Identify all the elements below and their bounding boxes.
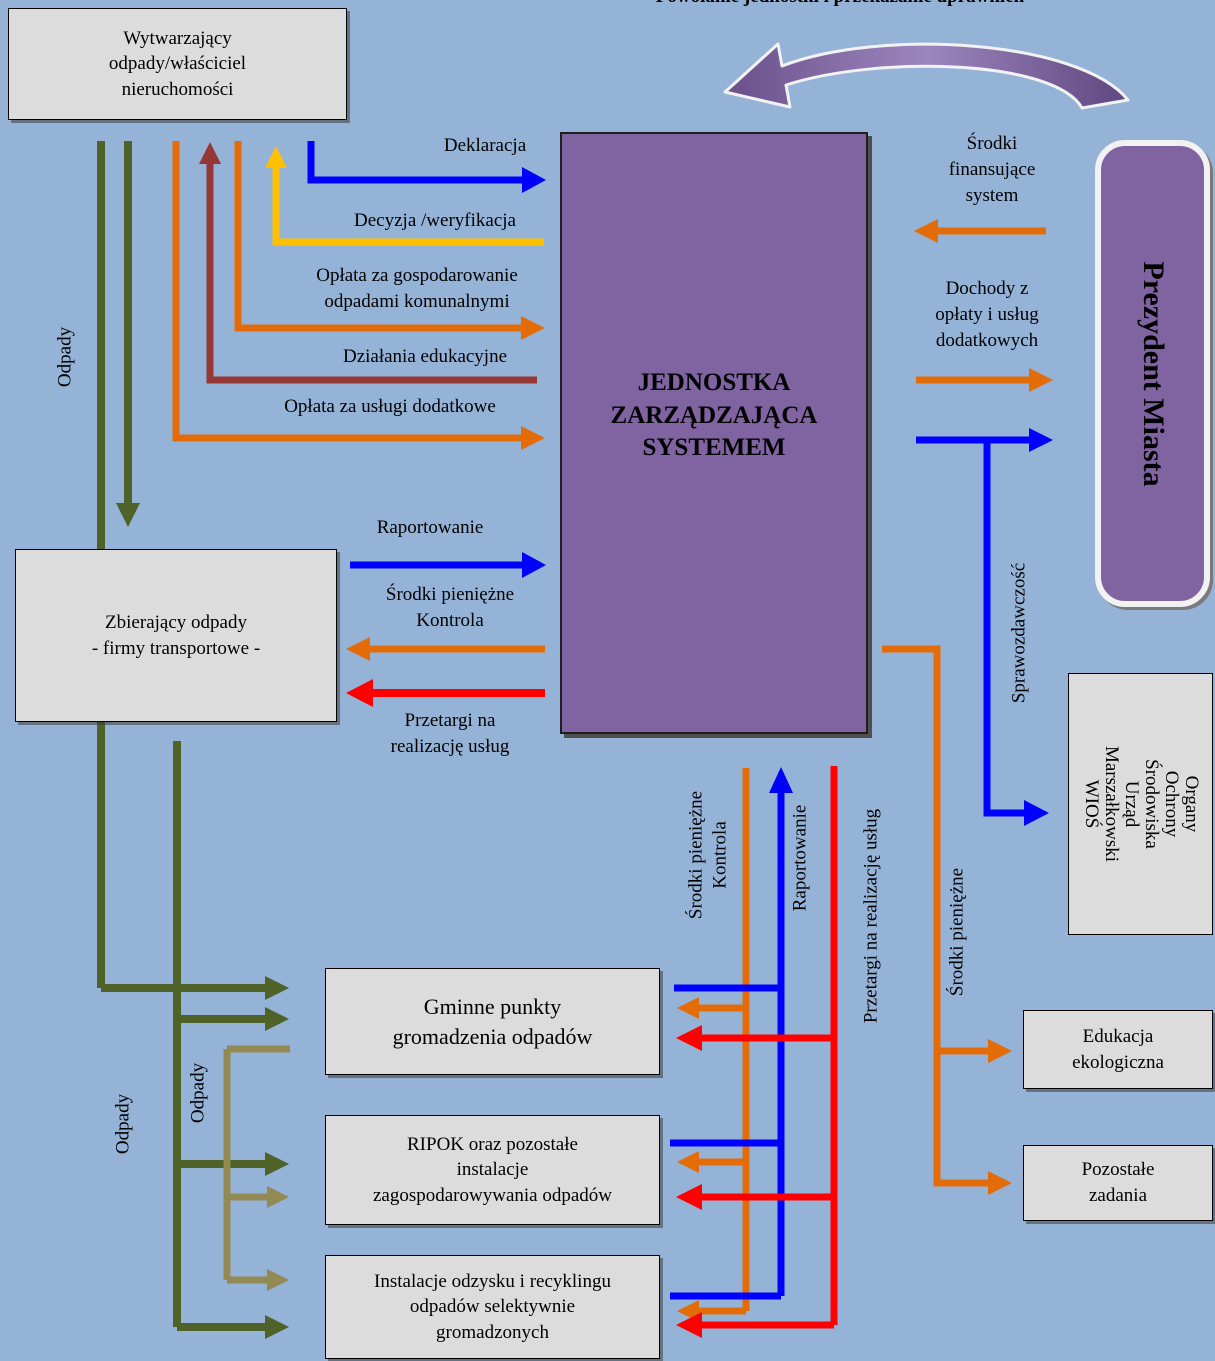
extra-fee-line (172, 141, 523, 442)
financing-arrowhead (914, 219, 938, 243)
eco-education-label: Edukacja ekologiczna (1072, 1025, 1164, 1073)
education-arrowhead (199, 142, 221, 164)
reports-top-arrowhead (1029, 428, 1053, 452)
funds-control-arrowhead (346, 637, 370, 661)
recycling-installations-label: Instalacje odzysku i recyklingu odpadów … (374, 1270, 611, 1343)
declaration-arrowhead (522, 167, 546, 193)
producer-box: Wytwarzający odpady/właściciel nieruchom… (8, 8, 347, 120)
waste-label-left: Odpady (54, 326, 76, 388)
bottom-reporting-arrowhead (769, 767, 793, 793)
diagram-title: Powołanie jednostki i przekazanie uprawn… (520, 0, 1160, 8)
tenders-arrowhead (346, 679, 373, 707)
recycling-installations-box: Instalacje odzysku i recyklingu odpadów … (325, 1255, 660, 1359)
president-label: Prezydent Miasta (1136, 260, 1170, 487)
funds-right-arrowhead-1 (988, 1039, 1012, 1063)
reports-down-line (983, 440, 1025, 817)
producer-label: Wytwarzający odpady/właściciel nieruchom… (108, 27, 247, 100)
fee-line (234, 141, 523, 332)
funds-right-line (882, 645, 990, 1187)
reporting-arrowhead (522, 552, 546, 578)
waste-light-lines (223, 1045, 290, 1284)
collector-box: Zbierający odpady - firmy transportowe - (15, 549, 337, 722)
central-unit-label: JEDNOSTKA ZARZĄDZAJĄCA SYSTEMEM (610, 369, 818, 461)
bottom-reporting-label: Raportowanie (789, 804, 811, 912)
education-label: Działania edukacyjne (342, 346, 508, 367)
funds-control-label: Środki pieniężne Kontrola (385, 584, 515, 632)
waste-arrowheads (116, 503, 289, 1339)
extra-fee-arrowhead (521, 426, 545, 450)
decision-label: Decyzja /weryfikacja (354, 210, 516, 231)
environment-authorities-box: Organy Ochrony Środowiska Urząd Marszałk… (1068, 673, 1213, 935)
financing-label: Środki finansujące system (948, 133, 1036, 207)
bottom-tenders-label: Przetargi na realizację usług (860, 808, 882, 1024)
ripok-label: RIPOK oraz pozostałe instalacje zagospod… (372, 1133, 612, 1206)
curved-appointment-arrow (723, 42, 1130, 110)
bottom-funds-control-label: Środki pieniężne Kontrola (685, 790, 730, 920)
funds-right-arrowhead-2 (988, 1171, 1012, 1195)
income-label: Dochody z opłaty i usług dodatkowych (935, 278, 1039, 352)
municipal-collection-points-label: Gminne punkty gromadzenia odpadów (392, 993, 593, 1049)
income-arrowhead (1029, 368, 1053, 392)
municipal-collection-points-box: Gminne punkty gromadzenia odpadów (325, 968, 660, 1075)
right-funds-label: Środki pieniężne (946, 867, 968, 997)
declaration-label: Deklaracja (443, 135, 527, 156)
collector-label: Zbierający odpady - firmy transportowe - (91, 611, 261, 659)
waste-label-bottom: Odpady (112, 1093, 134, 1155)
environment-authorities-label: Organy Ochrony Środowiska Urząd Marszałk… (1080, 745, 1202, 863)
tenders-label: Przetargi na realizację usług (390, 710, 510, 758)
reports-label: Sprawozdawczość (1008, 562, 1030, 704)
decision-arrowhead (265, 146, 287, 168)
education-line (206, 162, 537, 384)
extra-fee-label: Opłata za usługi dodatkowe (284, 396, 496, 417)
central-unit-box: JEDNOSTKA ZARZĄDZAJĄCA SYSTEMEM (560, 132, 868, 734)
reporting-label: Raportowanie (376, 517, 484, 538)
other-tasks-box: Pozostałe zadania (1023, 1145, 1213, 1221)
waste-light-arrowheads (267, 1186, 289, 1291)
eco-education-box: Edukacja ekologiczna (1023, 1010, 1213, 1089)
ripok-box: RIPOK oraz pozostałe instalacje zagospod… (325, 1115, 660, 1225)
fee-label: Opłata za gospodarowanie odpadami komuna… (316, 265, 518, 313)
other-tasks-label: Pozostałe zadania (1081, 1159, 1155, 1206)
waste-label-inner: Odpady (187, 1062, 209, 1124)
president-box: Prezydent Miasta (1095, 140, 1210, 607)
declaration-line (307, 141, 525, 184)
waste-flow-lines (97, 141, 265, 1331)
reports-down-arrowhead (1024, 800, 1049, 826)
decision-line (272, 165, 544, 246)
fee-arrowhead (521, 316, 545, 340)
